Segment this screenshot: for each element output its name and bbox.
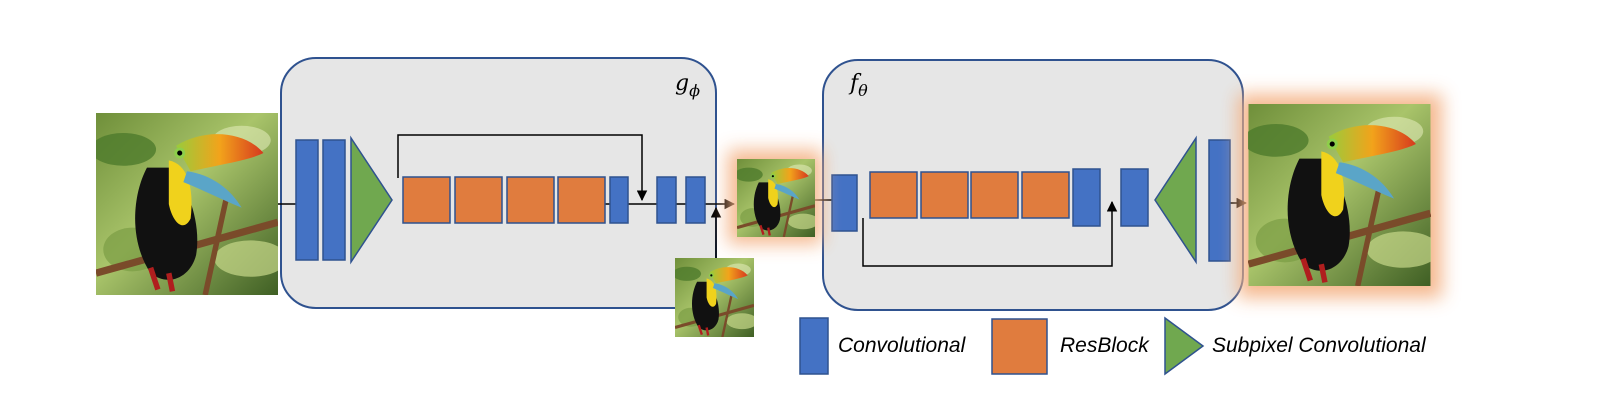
subpixel-conv-block (350, 135, 393, 265)
resblock (869, 171, 918, 219)
conv-block (831, 174, 858, 232)
decoder-skip-connection (862, 200, 1118, 267)
resblock (402, 176, 451, 224)
output-image (1238, 94, 1442, 298)
legend-resblock-swatch (991, 318, 1048, 375)
legend-subpixel-label: Subpixel Convolutional (1212, 334, 1427, 357)
conv-block (656, 176, 677, 224)
legend: Convolutional ResBlock Subpixel Convolut… (799, 316, 1427, 376)
conv-block (685, 176, 706, 224)
conv-block (322, 139, 346, 261)
subpixel-conv-block (1154, 135, 1197, 265)
resblock (454, 176, 503, 224)
reference-image (675, 258, 754, 337)
conv-block (295, 139, 319, 261)
resblock (970, 171, 1019, 219)
encoder-label: gϕ (675, 71, 700, 100)
resblock (557, 176, 606, 224)
legend-resblock-label: ResBlock (1060, 334, 1150, 357)
resblock (1021, 171, 1070, 219)
conv-block (1120, 168, 1149, 227)
legend-subpixel-swatch (1164, 316, 1205, 376)
conv-block (1208, 139, 1231, 262)
legend-conv-label: Convolutional (838, 334, 967, 357)
encoder-skip-connection (397, 134, 648, 202)
conv-block (609, 176, 629, 224)
input-image (91, 113, 288, 295)
legend-conv-swatch (799, 317, 829, 375)
resblock (920, 171, 969, 219)
downscaled-image (728, 150, 822, 244)
conv-block (1072, 168, 1101, 227)
resblock (506, 176, 555, 224)
